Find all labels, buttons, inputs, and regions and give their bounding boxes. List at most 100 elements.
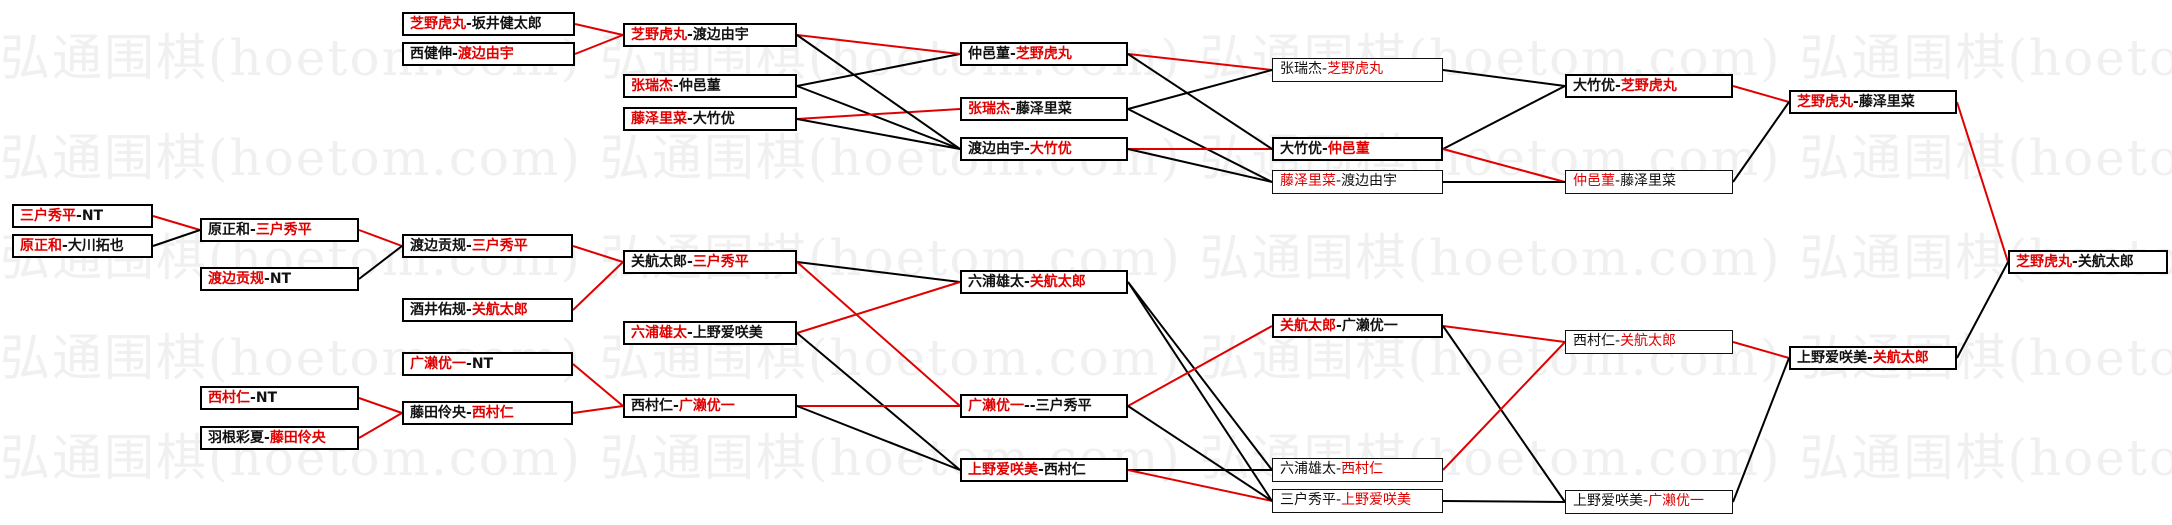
connector-line (1732, 357, 1790, 503)
player-name: NT (81, 208, 104, 224)
connector-line (796, 85, 961, 150)
connector-line (572, 245, 624, 263)
connector-line (574, 34, 624, 55)
player-name: 藤田伶央 (269, 430, 326, 446)
match-box: 西健伸-渡边由宇 (402, 42, 575, 66)
separator: - (250, 390, 256, 406)
player-name: 西村仁 (1043, 462, 1086, 478)
connector-line (1442, 341, 1566, 471)
connector-line (1127, 405, 1273, 502)
match-box: 广濑优一-NT (402, 352, 573, 376)
connector-line (572, 363, 624, 407)
connector-line (152, 229, 201, 247)
connector-line (1127, 281, 1273, 502)
separator: - (1322, 141, 1328, 157)
connector-line (1127, 69, 1273, 110)
player-name: 三户秀平 (20, 208, 76, 224)
match-box: 六浦雄太-西村仁 (1272, 458, 1443, 482)
player-name: 仲邑菫 (968, 46, 1010, 62)
separator: - (1024, 274, 1030, 290)
player-name: 藤泽里菜 (1620, 173, 1677, 189)
connector-line (358, 229, 403, 247)
connector-line (1956, 261, 2009, 359)
player-name: 三户秀平 (692, 254, 749, 270)
connector-line (1442, 325, 1566, 503)
separator: - (1024, 141, 1030, 157)
player-name: 渡边由宇 (692, 27, 749, 43)
match-box: 关航太郎-三户秀平 (623, 250, 797, 274)
match-box: 广濑优一--三户秀平 (960, 394, 1128, 418)
separator: - (1010, 46, 1016, 62)
player-name: 西村仁 (471, 405, 514, 421)
player-name: 上野爱咲美 (1797, 350, 1867, 366)
separator: - (1867, 350, 1873, 366)
match-box: 藤田伶央-西村仁 (402, 401, 573, 425)
separator: - (264, 271, 270, 287)
player-name: 芝野虎丸 (631, 27, 687, 43)
player-name: 关航太郎 (1872, 350, 1929, 366)
player-name: 藤泽里菜 (1858, 94, 1915, 110)
player-name: NT (269, 271, 292, 287)
connector-line (1732, 85, 1790, 103)
connector-line (1127, 281, 1273, 471)
separator: - (1010, 101, 1016, 117)
match-box: 羽根彩夏-藤田伶央 (200, 426, 359, 450)
connector-line (796, 405, 961, 471)
separator: - (1643, 493, 1649, 509)
separator: - (2072, 254, 2078, 270)
match-box: 西村仁-关航太郎 (1565, 330, 1733, 354)
player-name: 西村仁 (208, 390, 250, 406)
connector-line (1442, 148, 1566, 183)
player-name: 藤泽里菜 (1280, 173, 1336, 189)
player-name: 关航太郎 (471, 302, 528, 318)
separator: - (1336, 173, 1342, 189)
player-name: 上野爱咲美 (692, 325, 763, 341)
match-box: 渡边由宇-大竹优 (960, 137, 1128, 161)
player-name: 芝野虎丸 (1015, 46, 1072, 62)
connector-line (796, 108, 961, 120)
player-name: 仲邑菫 (1327, 141, 1370, 157)
match-box: 藤泽里菜-渡边由宇 (1272, 170, 1443, 194)
player-name: 广濑优一 (410, 356, 466, 372)
player-name: 大川拓也 (67, 238, 124, 254)
player-name: 关航太郎 (1029, 274, 1086, 290)
player-name: 广濑优一 (968, 398, 1024, 414)
player-name: 西村仁 (631, 398, 673, 414)
player-name: 张瑞杰 (1280, 61, 1322, 77)
separator: - (250, 222, 256, 238)
player-name: 关航太郎 (631, 254, 687, 270)
player-name: 三户秀平 (255, 222, 312, 238)
connector-line (796, 261, 961, 407)
match-box: 张瑞杰-芝野虎丸 (1272, 58, 1443, 82)
player-name: 上野爱咲美 (1573, 493, 1643, 509)
connector-line (358, 245, 403, 280)
match-box: 仲邑菫-芝野虎丸 (960, 42, 1128, 66)
player-name: 西村仁 (1573, 333, 1615, 349)
separator: - (673, 398, 679, 414)
match-box: 上野爱咲美-关航太郎 (1789, 346, 1957, 370)
player-name: 三户秀平 (1280, 492, 1336, 508)
player-name: 芝野虎丸 (1327, 61, 1384, 77)
player-name: 渡边贡规 (208, 271, 264, 287)
separator: - (62, 238, 68, 254)
player-name: 藤泽里菜 (1015, 101, 1072, 117)
connector-line (1956, 101, 2009, 263)
separator: - (687, 325, 693, 341)
separator: -- (1024, 398, 1036, 414)
separator: - (1336, 318, 1342, 334)
match-box: 芝野虎丸-渡边由宇 (623, 23, 797, 47)
player-name: 渡边由宇 (457, 46, 514, 62)
player-name: 大竹优 (1029, 141, 1072, 157)
player-name: 仲邑菫 (1573, 173, 1615, 189)
separator: - (452, 46, 458, 62)
separator: - (1336, 461, 1342, 477)
separator: - (466, 405, 472, 421)
connector-line (1732, 101, 1790, 183)
player-name: 大竹优 (1280, 141, 1322, 157)
connector-line (358, 397, 403, 414)
match-box: 张瑞杰-仲邑菫 (623, 74, 797, 98)
connector-line (1127, 469, 1273, 502)
connector-line (1127, 108, 1273, 183)
player-name: 原正和 (208, 222, 250, 238)
connector-line (1442, 500, 1566, 503)
